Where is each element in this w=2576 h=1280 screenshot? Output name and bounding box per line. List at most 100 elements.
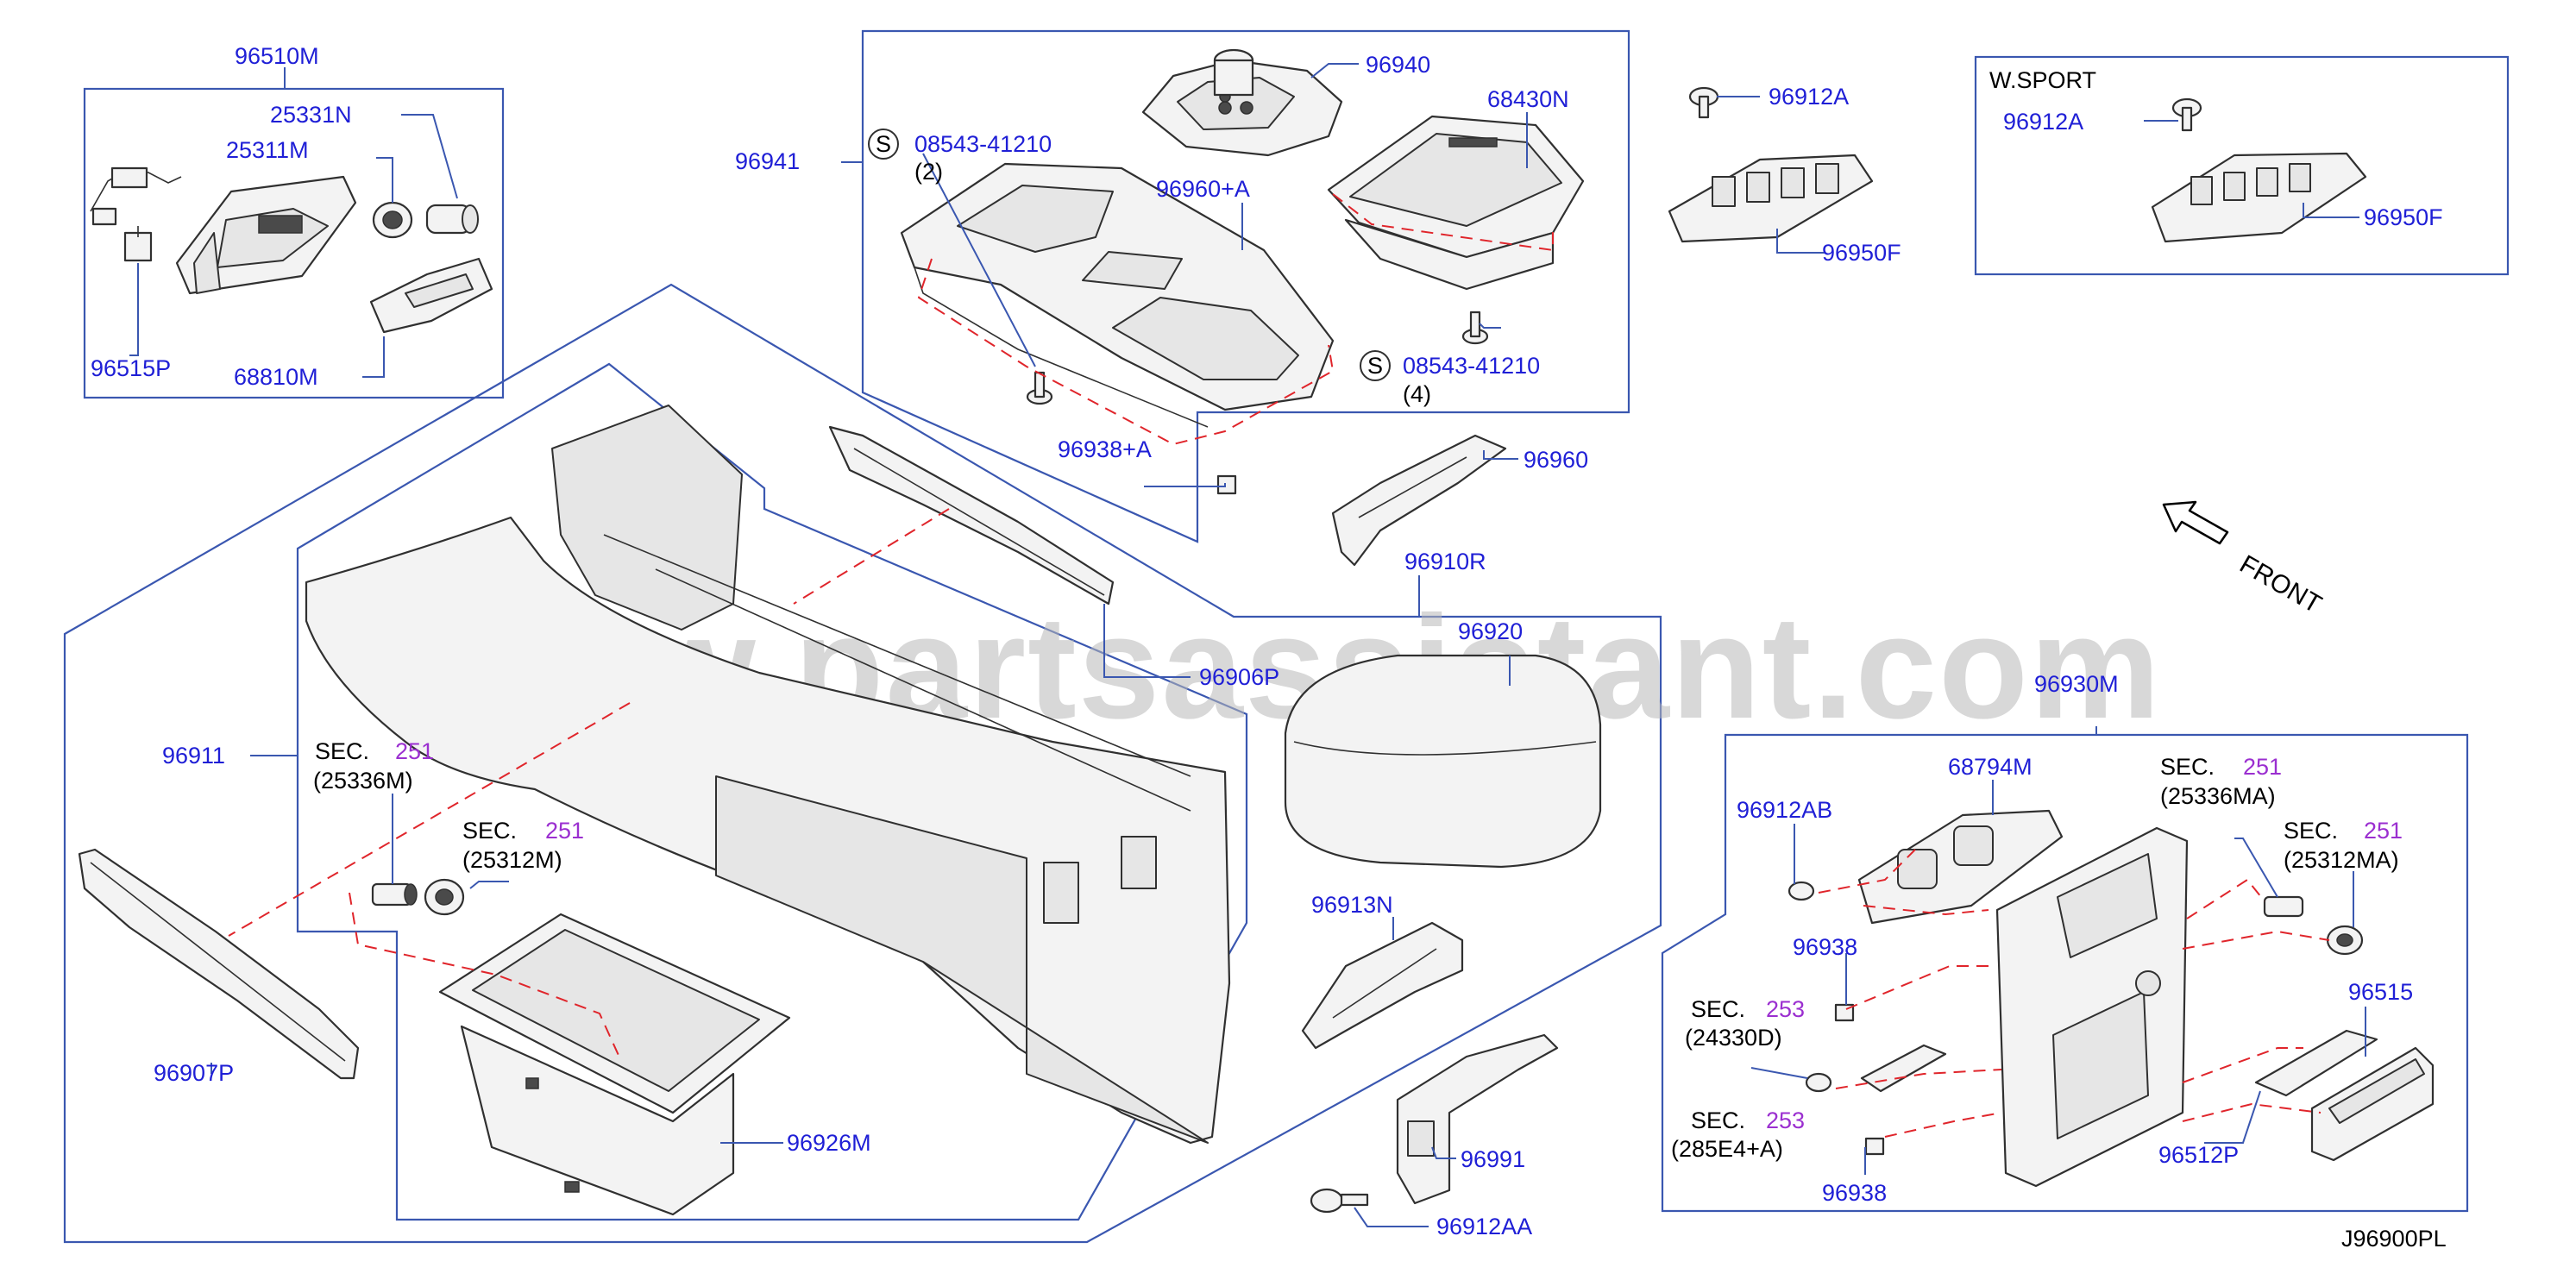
part-68430N-box [1327,115,1585,291]
part-96950F-bezel [1668,154,1874,243]
part-96991-bracket [1396,1033,1559,1205]
part-96510M-harness [90,166,182,262]
front-arrow-icon [2162,500,2229,545]
label-sec-c-text: SEC. [2160,754,2215,780]
part-96913N-bracket [1301,921,1464,1050]
label-wsport-96950F: 96950F [2364,204,2443,230]
part-96512P-tray [2254,1029,2378,1097]
part-25336MA-socket [2263,895,2304,918]
label-sec-f-ref: (285E4+A) [1671,1136,1783,1162]
group-leader-lines [129,63,2366,1227]
label-96938-upper: 96938 [1793,934,1857,960]
label-sec-c-num: 251 [2243,754,2282,780]
frame-96510M [83,87,505,399]
label-sec-a-ref: (25336M) [313,768,413,794]
frame-96941 [861,29,1630,543]
label-96991: 96991 [1461,1146,1525,1172]
part-25312M-plug [424,878,465,916]
frame-wsport [1974,55,2510,276]
part-96930M-finisher [1995,826,2189,1188]
label-sec-e-text: SEC. [1691,996,1745,1022]
label-96515: 96515 [2348,979,2413,1005]
label-68794M: 68794M [1948,754,2033,780]
label-68430N: 68430N [1487,86,1569,112]
label-sec-c-ref: (25336MA) [2160,783,2276,809]
label-68810M: 68810M [234,364,318,390]
part-25311M-ring [372,201,413,239]
part-96515-ashtray [2310,1046,2435,1162]
label-96960A: 96960+A [1156,176,1250,202]
group-frames [63,29,2510,1244]
label-96906P: 96906P [1199,664,1279,690]
label-screw-b-qty: (4) [1403,381,1431,407]
group-labels: 96510M 25331N 25311M 96515P 68810M 96941… [91,43,2447,1252]
part-screw-96912A [1688,86,1719,119]
s-callout-a: S [868,129,899,160]
label-sec-f-num: 253 [1766,1107,1805,1133]
label-sec-a-num: 251 [395,738,434,764]
part-96938-lower-clip [1864,1137,1885,1156]
label-96907P: 96907P [154,1060,234,1086]
svg-text:S: S [876,131,891,157]
part-96940-finisher [1141,48,1343,157]
part-96926M-box [438,913,791,1216]
label-96512P: 96512P [2158,1142,2239,1168]
frame-96910R [63,283,1662,1244]
part-harness-clip [1860,1044,1947,1093]
group-alignment-lines [228,193,2330,1138]
part-25331N-lighter [425,204,479,235]
group-parts [78,48,2435,1216]
label-wsport-title: W.SPORT [1989,67,2096,93]
label-96515P: 96515P [91,355,171,381]
part-25312MA-plug [2326,925,2364,956]
diagram-code: J96900PL [2341,1226,2447,1252]
part-96960-bracket [1331,434,1507,567]
label-sec-f-text: SEC. [1691,1107,1745,1133]
label-96510M: 96510M [235,43,319,69]
part-25336M-socket [371,882,418,907]
label-96941: 96941 [735,148,800,174]
part-24330D-clip [1805,1072,1832,1093]
front-indicator: FRONT [2162,500,2327,619]
label-screw-a-qty: (2) [914,159,943,185]
label-sec-d-num: 251 [2364,818,2403,844]
label-96938-lower: 96938 [1822,1180,1887,1206]
label-sec-b-ref: (25312M) [462,847,562,873]
label-96920: 96920 [1458,618,1523,644]
s-callout-b: S [1360,350,1391,381]
part-96950F-ws-bezel [2151,152,2367,243]
part-screw-a [1026,371,1053,405]
label-sec-e-num: 253 [1766,996,1805,1022]
part-clip-96938A [1216,474,1237,495]
label-wsport-96912A: 96912A [2003,109,2083,135]
label-screw-b-part: 08543-41210 [1403,353,1540,379]
front-label: FRONT [2235,549,2327,618]
part-68794M-vent [1857,809,2064,925]
part-96920-armrest [1284,654,1602,869]
part-screw-ws-96912A [2171,97,2202,132]
svg-text:S: S [1367,353,1383,379]
label-sec-d-ref: (25312MA) [2284,847,2399,873]
label-25311M: 25311M [226,137,309,163]
part-96911-console [305,405,1231,1145]
part-96912AB-clip [1787,881,1815,901]
label-sec-e-ref: (24330D) [1685,1025,1782,1051]
label-96950F: 96950F [1822,240,1901,266]
label-96930M: 96930M [2034,671,2119,697]
label-96910R: 96910R [1404,549,1486,574]
part-68810M-ashtray [369,257,493,334]
label-sec-d-text: SEC. [2284,818,2338,844]
part-96912AA-screw [1310,1188,1369,1214]
label-96912A: 96912A [1769,84,1849,110]
label-sec-b-text: SEC. [462,818,517,844]
label-96912AB: 96912AB [1737,797,1832,823]
label-96913N: 96913N [1311,892,1393,918]
label-25331N: 25331N [270,102,352,128]
label-96926M: 96926M [787,1130,871,1156]
label-96960: 96960 [1524,447,1588,473]
label-96938A: 96938+A [1058,436,1152,462]
part-96906P-strip [828,425,1115,605]
label-96940: 96940 [1366,52,1430,78]
frame-96930M [1661,733,2469,1213]
